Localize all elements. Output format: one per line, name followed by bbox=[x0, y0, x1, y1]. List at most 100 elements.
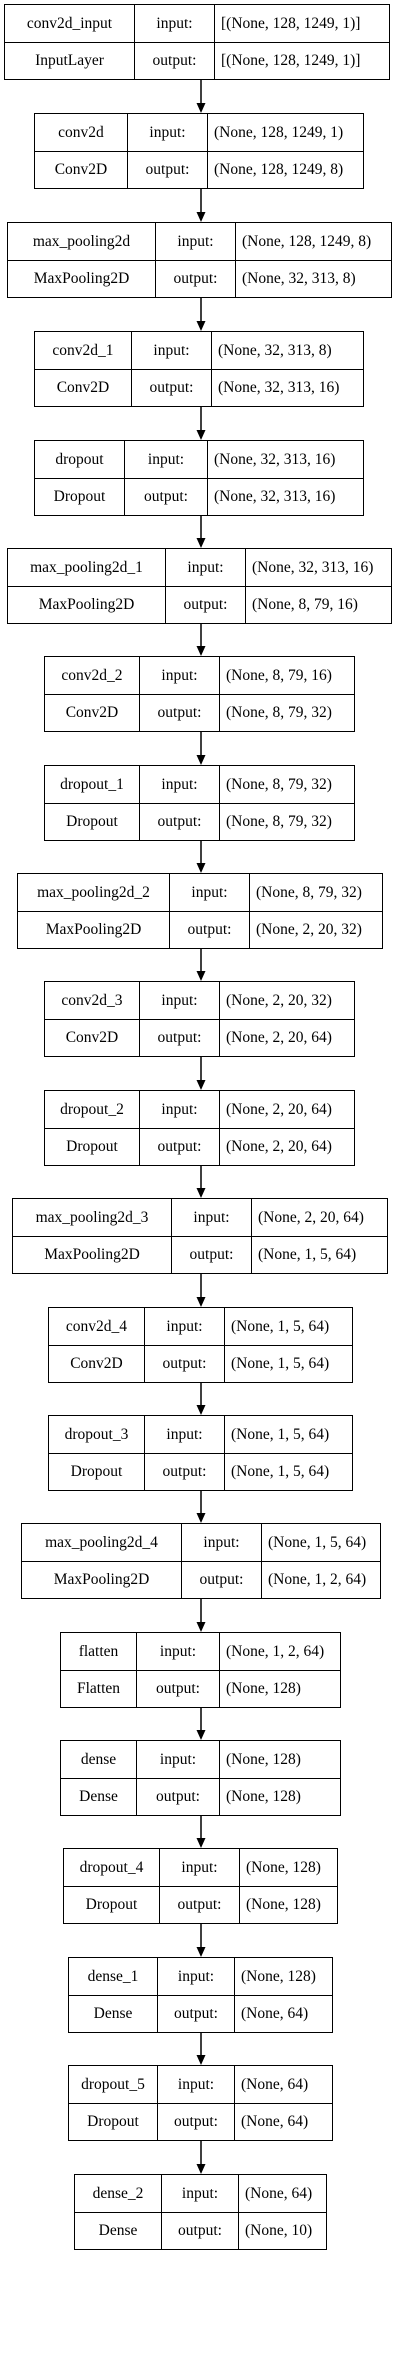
input-label: input: bbox=[172, 1199, 252, 1236]
input-label: input: bbox=[156, 223, 236, 260]
input-shape: (None, 2, 20, 32) bbox=[226, 991, 332, 1009]
output-label: output: bbox=[172, 1237, 252, 1273]
output-label: output: bbox=[137, 1779, 220, 1815]
input-shape: (None, 1, 2, 64) bbox=[226, 1642, 325, 1660]
edge-arrow bbox=[196, 189, 206, 222]
edge-arrow bbox=[196, 1057, 206, 1090]
layer-name: dropout_2 bbox=[45, 1091, 140, 1128]
layer-name: dropout bbox=[35, 441, 125, 478]
input-label: input: bbox=[166, 549, 246, 586]
layer-name: conv2d_2 bbox=[45, 657, 140, 694]
output-shape: (None, 1, 5, 64) bbox=[258, 1246, 357, 1264]
output-label: output: bbox=[135, 43, 215, 79]
layer-type: Conv2D bbox=[45, 695, 140, 731]
output-shape: (None, 128, 1249, 8) bbox=[214, 161, 344, 179]
layer-type: Dropout bbox=[69, 2104, 158, 2140]
output-label: output: bbox=[140, 1129, 220, 1165]
output-shape: (None, 32, 313, 16) bbox=[218, 379, 340, 397]
layer-type: Dense bbox=[75, 2213, 162, 2249]
arrowhead-icon bbox=[196, 863, 206, 873]
edge-arrow bbox=[196, 1924, 206, 1957]
arrowhead-icon bbox=[196, 971, 206, 981]
layer-name: max_pooling2d_2 bbox=[18, 874, 170, 911]
layer-type: MaxPooling2D bbox=[18, 912, 170, 948]
layer-type: Conv2D bbox=[35, 152, 128, 188]
input-label: input: bbox=[145, 1308, 225, 1345]
output-label: output: bbox=[140, 695, 220, 731]
output-shape: (None, 64) bbox=[241, 2005, 309, 2023]
input-shape: [(None, 128, 1249, 1)] bbox=[221, 14, 361, 32]
input-label: input: bbox=[170, 874, 250, 911]
edge-arrow bbox=[196, 298, 206, 331]
arrowhead-icon bbox=[196, 321, 206, 331]
layer-type: Dense bbox=[61, 1779, 137, 1815]
input-label: input: bbox=[137, 1633, 220, 1670]
edge-arrow bbox=[196, 949, 206, 981]
input-label: input: bbox=[162, 2175, 239, 2212]
layer-name: conv2d bbox=[35, 114, 128, 151]
layer-type: Conv2D bbox=[49, 1346, 145, 1382]
edge-arrow bbox=[196, 407, 206, 440]
edge-arrow bbox=[196, 1274, 206, 1307]
arrowhead-icon bbox=[196, 2055, 206, 2065]
output-label: output: bbox=[156, 261, 236, 297]
layer-type: MaxPooling2D bbox=[22, 1562, 182, 1598]
arrowhead-icon bbox=[196, 1838, 206, 1848]
output-label: output: bbox=[158, 1996, 235, 2032]
layer-name: dense_1 bbox=[69, 1958, 158, 1995]
output-shape: (None, 32, 313, 16) bbox=[214, 488, 336, 506]
layer-name: dropout_1 bbox=[45, 766, 140, 803]
output-shape: (None, 2, 20, 64) bbox=[226, 1138, 332, 1156]
layer-name: dense bbox=[61, 1741, 137, 1778]
input-shape: (None, 128) bbox=[246, 1858, 321, 1876]
output-label: output: bbox=[182, 1562, 262, 1598]
layer-type: MaxPooling2D bbox=[8, 261, 156, 297]
output-shape: (None, 128) bbox=[246, 1896, 321, 1914]
output-shape: (None, 1, 2, 64) bbox=[268, 1571, 367, 1589]
output-label: output: bbox=[140, 1020, 220, 1056]
layer-type: Conv2D bbox=[35, 370, 132, 406]
edge-arrow bbox=[196, 2033, 206, 2065]
layer-type: MaxPooling2D bbox=[8, 587, 166, 623]
arrowhead-icon bbox=[196, 1405, 206, 1415]
output-shape: (None, 2, 20, 32) bbox=[256, 921, 362, 939]
layer-name: conv2d_input bbox=[5, 5, 135, 42]
input-label: input: bbox=[135, 5, 215, 42]
input-label: input: bbox=[128, 114, 208, 151]
layer-type: Dropout bbox=[45, 1129, 140, 1165]
layer-type: MaxPooling2D bbox=[13, 1237, 172, 1273]
layer-name: flatten bbox=[61, 1633, 137, 1670]
layer-name: dropout_3 bbox=[49, 1416, 145, 1453]
input-shape: (None, 8, 79, 32) bbox=[226, 775, 332, 793]
output-shape: (None, 2, 20, 64) bbox=[226, 1029, 332, 1047]
